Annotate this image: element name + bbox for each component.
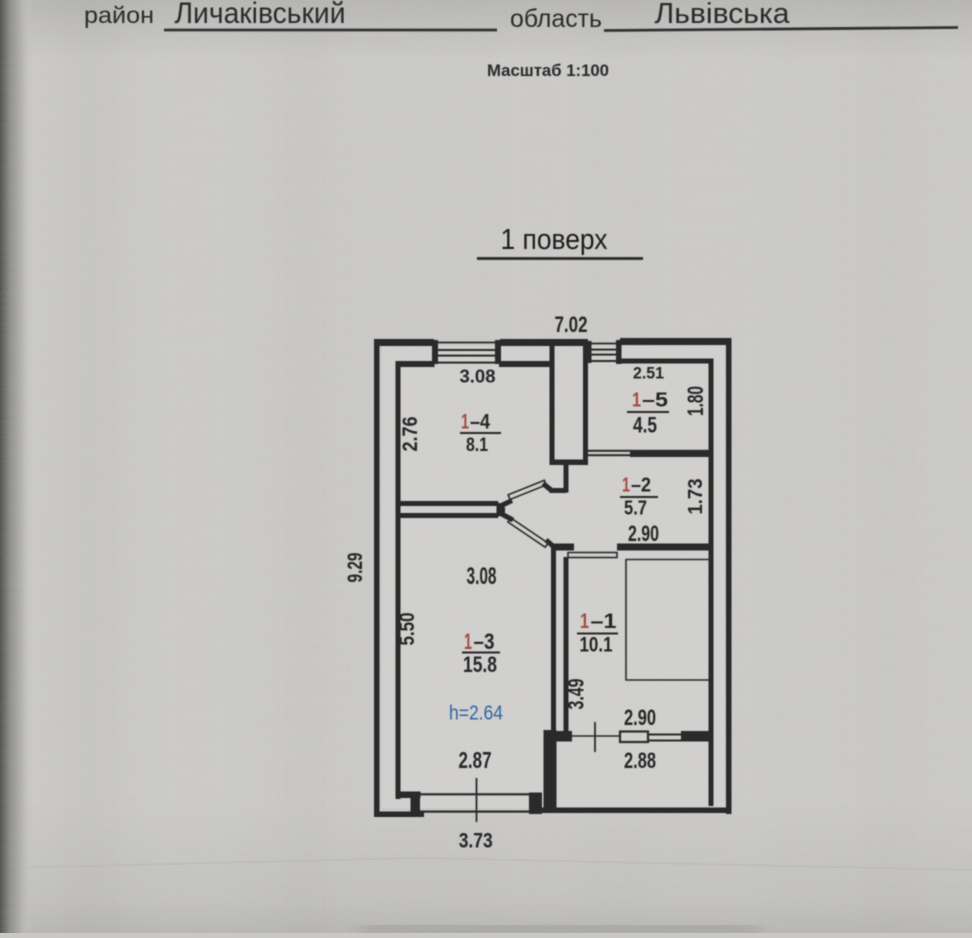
svg-text:4.5: 4.5 bbox=[633, 413, 657, 438]
svg-text:9.29: 9.29 bbox=[344, 553, 367, 583]
svg-text:5.7: 5.7 bbox=[624, 498, 647, 520]
svg-text:1.80: 1.80 bbox=[683, 386, 708, 416]
svg-text:1: 1 bbox=[622, 474, 630, 496]
svg-text:3.08: 3.08 bbox=[460, 367, 496, 387]
svg-text:3.08: 3.08 bbox=[467, 563, 497, 590]
svg-text:2.90: 2.90 bbox=[628, 521, 659, 546]
svg-text:Львівська: Львівська bbox=[655, 0, 791, 30]
svg-text:–1: –1 bbox=[591, 610, 617, 633]
svg-text:2.87: 2.87 bbox=[459, 747, 492, 773]
svg-text:1: 1 bbox=[580, 610, 589, 633]
svg-text:–3: –3 bbox=[474, 629, 495, 654]
svg-text:2.76: 2.76 bbox=[399, 417, 422, 452]
svg-text:2.88: 2.88 bbox=[624, 748, 656, 773]
svg-text:5.50: 5.50 bbox=[396, 613, 419, 646]
svg-text:7.02: 7.02 bbox=[555, 312, 588, 337]
svg-text:2.90: 2.90 bbox=[624, 705, 656, 730]
svg-text:8.1: 8.1 bbox=[466, 435, 488, 456]
svg-text:3.49: 3.49 bbox=[564, 679, 589, 710]
svg-text:–2: –2 bbox=[631, 474, 651, 496]
svg-text:1 поверх: 1 поверх bbox=[501, 224, 608, 256]
svg-text:район: район bbox=[84, 2, 154, 28]
svg-text:1: 1 bbox=[632, 390, 641, 412]
svg-text:Масштаб 1:100: Масштаб 1:100 bbox=[487, 61, 609, 80]
svg-text:3.73: 3.73 bbox=[459, 830, 493, 853]
svg-text:h=2.64: h=2.64 bbox=[449, 703, 503, 725]
svg-text:Личаківський: Личаківський bbox=[175, 0, 346, 30]
svg-text:2.51: 2.51 bbox=[633, 364, 664, 383]
svg-text:–4: –4 bbox=[470, 411, 490, 434]
svg-text:1: 1 bbox=[461, 411, 469, 434]
svg-text:область: область bbox=[510, 5, 602, 33]
svg-text:10.1: 10.1 bbox=[580, 634, 613, 657]
svg-text:15.8: 15.8 bbox=[463, 652, 497, 677]
svg-text:–5: –5 bbox=[642, 390, 668, 412]
svg-text:1.73: 1.73 bbox=[685, 479, 707, 515]
svg-text:1: 1 bbox=[464, 629, 472, 654]
